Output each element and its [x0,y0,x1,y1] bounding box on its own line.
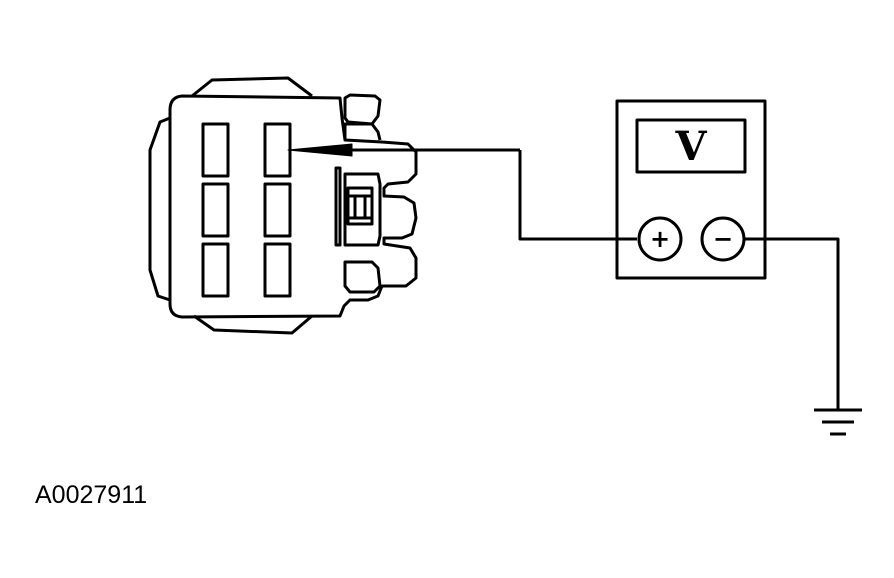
connector-latch-frame [343,172,382,247]
connector-body [168,94,418,319]
pin-cavity [201,182,230,238]
connector-left-rail [148,116,171,302]
connector-latch-lower-notch [343,260,382,294]
connector-latch-tab-upper-notch [343,122,382,141]
positive-terminal [637,216,683,262]
positive-terminal-label: + [650,225,670,253]
positive-lead-wire [518,150,637,241]
probe-tip [287,143,353,157]
connector-latch-tab-top [343,93,382,126]
test-probe [287,143,520,157]
electrical-connector [148,76,418,335]
pin-cavity [263,242,292,298]
pin-cavity [263,122,292,178]
connector-top-cap [191,76,313,98]
voltmeter [615,99,767,280]
figure-id-label: A0027911 [35,481,147,509]
pin-cavity [201,122,230,178]
connector-bottom-cap [193,314,313,335]
connector-latch-block [334,166,342,247]
ground-symbol-icon [814,408,862,436]
negative-terminal-label: − [713,225,733,253]
ground-lead-wire [744,237,840,410]
voltmeter-symbol: V [674,123,707,170]
voltmeter-display [635,118,747,174]
pin-cavity [263,182,292,238]
pin-cavity [201,242,230,298]
voltmeter-body [615,99,767,280]
connector-latch-window [346,186,374,226]
